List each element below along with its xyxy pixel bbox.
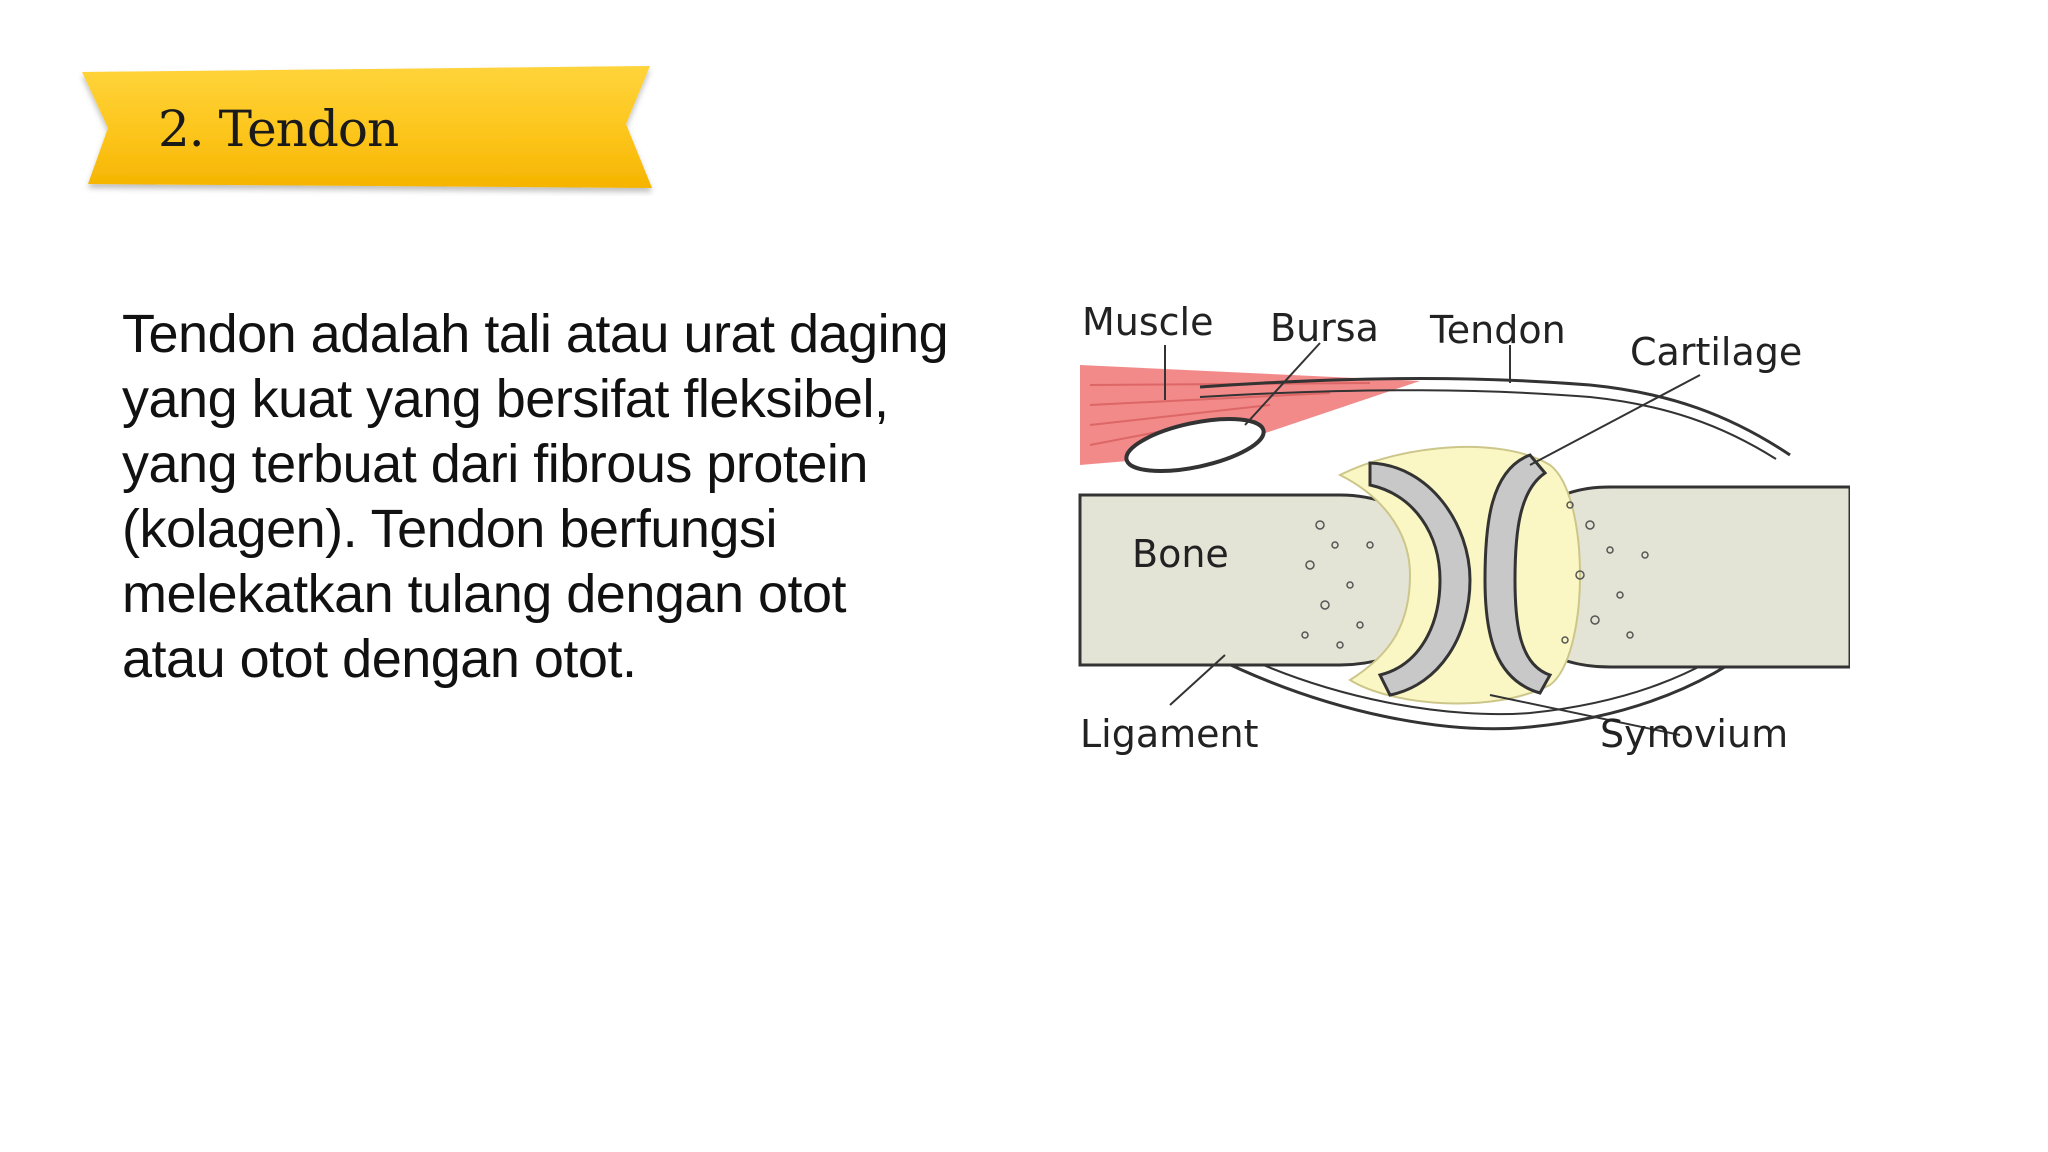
bursa-shape	[1124, 417, 1266, 473]
tendon-line	[1199, 377, 1791, 457]
label-bone: Bone	[1132, 532, 1229, 576]
cartilage-left	[1368, 461, 1472, 697]
ribbon-banner-shape	[82, 66, 652, 188]
label-leader-lines	[1164, 342, 1701, 736]
label-synovium: Synovium	[1600, 712, 1788, 756]
tendon-line-inner	[1199, 389, 1777, 460]
bone-right	[1538, 485, 1850, 669]
label-muscle: Muscle	[1082, 300, 1214, 344]
title-banner: 2. Tendon	[78, 60, 658, 196]
joint-diagram: Muscle Bursa Tendon Cartilage Bone Ligam…	[1078, 300, 1850, 756]
cartilage-right	[1483, 453, 1553, 695]
label-cartilage: Cartilage	[1630, 330, 1802, 374]
label-tendon: Tendon	[1429, 308, 1566, 352]
ligament-capsule-bottom-inner	[1219, 628, 1759, 716]
body-paragraph: Tendon adalah tali atau urat daging yang…	[122, 304, 949, 689]
ligament-capsule-bottom	[1209, 633, 1771, 731]
spongy-bone-texture	[1301, 501, 1649, 649]
slide-title: 2. Tendon	[158, 100, 399, 158]
label-bursa: Bursa	[1270, 306, 1379, 350]
label-ligament: Ligament	[1080, 712, 1259, 756]
bone-left	[1078, 493, 1432, 667]
